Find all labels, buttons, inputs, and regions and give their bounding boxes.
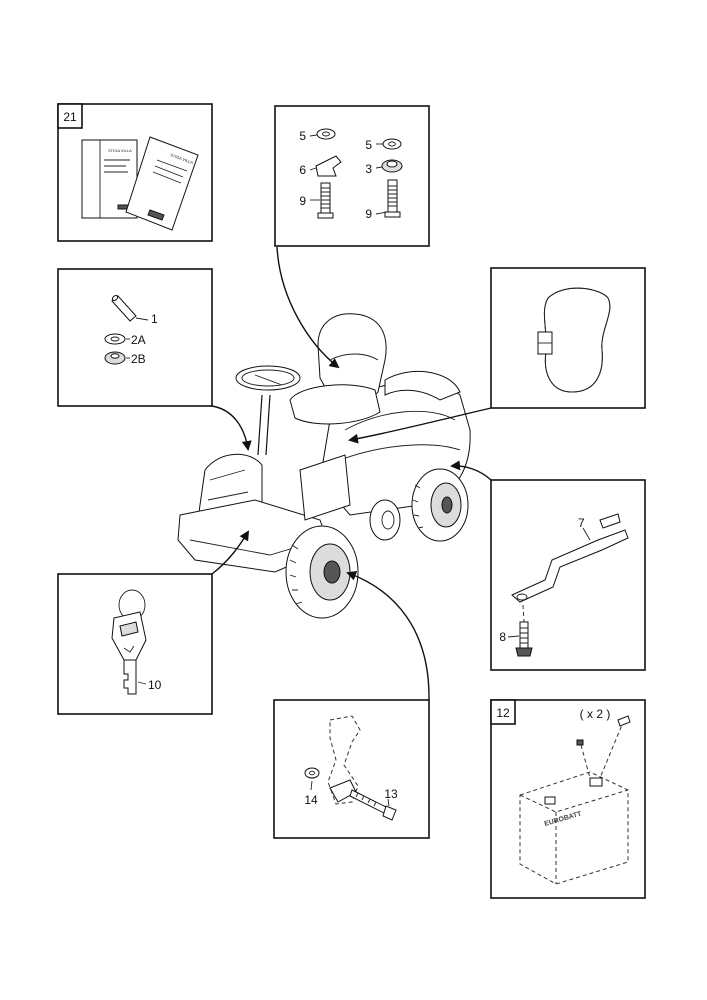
callout-9-right: 9 [365,207,372,221]
battery-tag: 12 [496,706,510,720]
callout-3: 3 [365,162,372,176]
callout-5-left: 5 [299,129,306,143]
seat-hardware-panel [274,105,430,247]
callout-14: 14 [304,793,318,807]
key-part [111,589,147,695]
callout-2a: 2A [131,333,146,347]
callout-6: 6 [299,163,306,177]
seat-hardware-parts [309,128,403,219]
pedal-panel [273,699,430,839]
callout-8: 8 [499,630,506,644]
leader-lines [211,246,492,701]
pins-panel [57,268,213,407]
callout-1: 1 [151,312,158,326]
bracket-panel [490,479,646,671]
manuals-tag-box [57,103,83,129]
callout-2b: 2B [131,352,146,366]
manuals-tag: 21 [63,110,77,124]
battery-panel [490,699,646,899]
pedal-parts [304,715,397,821]
strap-part [537,287,611,393]
callout-5-right: 5 [365,138,372,152]
battery-tag-box [490,699,516,725]
riding-mower [177,313,471,619]
battery-quantity: ( x 2 ) [580,707,611,721]
pins-parts [104,295,149,365]
callout-10: 10 [148,678,162,692]
manual-1-title: STIGA VILLA [108,148,132,153]
callout-7: 7 [578,516,585,530]
bracket-part [507,513,629,657]
callout-9-left: 9 [299,194,306,208]
callout-13: 13 [384,787,398,801]
manuals-illustration: STIGA VILLA STIGA VILLA [81,136,199,231]
